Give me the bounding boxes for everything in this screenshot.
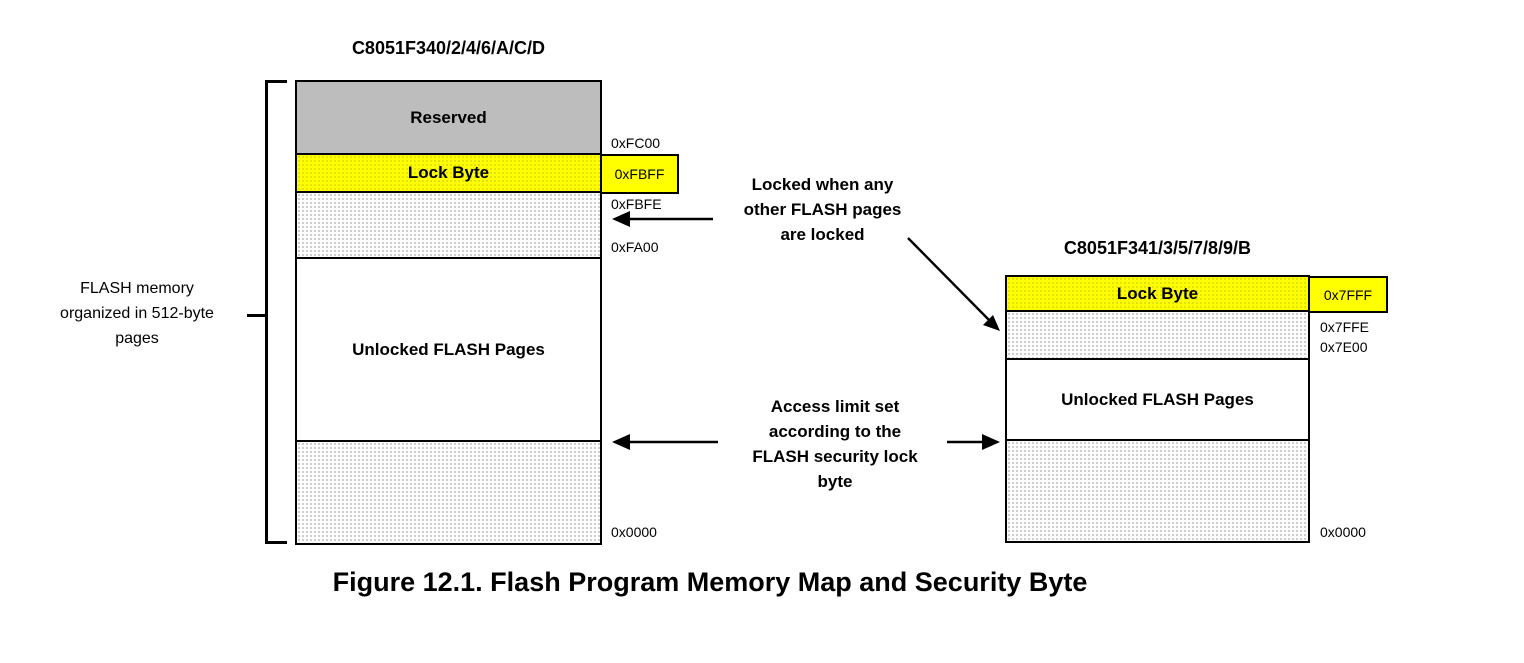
arrow-access-left-head [612, 434, 630, 450]
right-lock-byte-address: 0x7FFF [1323, 286, 1373, 303]
arrow-locked-note-diagonal-head [983, 315, 1000, 331]
bracket-connector-dash [247, 314, 265, 317]
unlocked-pages-label: Unlocked FLASH Pages [1061, 389, 1254, 409]
left-memory-map: Reserved Lock Byte Unlocked FLASH Pages [295, 80, 602, 545]
locked-note: Locked when any other FLASH pages are lo… [743, 175, 902, 244]
unlocked-pages-label: Unlocked FLASH Pages [352, 339, 545, 359]
arrow-access-right-head [982, 434, 1000, 450]
right-address-bottom: 0x0000 [1320, 524, 1366, 540]
reserved-label: Reserved [410, 107, 487, 127]
figure-caption: Figure 12.1. Flash Program Memory Map an… [332, 567, 1088, 597]
pages-bracket [265, 80, 287, 544]
left-region-unlocked: Unlocked FLASH Pages [297, 259, 600, 442]
right-lock-byte-address-box: 0x7FFF [1308, 276, 1388, 313]
left-address-bottom: 0x0000 [611, 524, 657, 540]
right-address-below-lock: 0x7FFE [1320, 319, 1370, 335]
pages-bracket-label: FLASH memory organized in 512-byte pages [60, 280, 214, 347]
right-memory-map: Lock Byte Unlocked FLASH Pages [1005, 275, 1310, 543]
left-region-locked-bottom [297, 442, 600, 543]
left-lock-byte-address-box: 0xFBFF [600, 154, 679, 194]
right-device-title: C8051F341/3/5/7/8/9/B [1063, 238, 1252, 258]
arrow-locked-note-left-head [612, 211, 630, 227]
right-address-locked-page-start: 0x7E00 [1320, 339, 1368, 355]
left-address-locked-page-start: 0xFA00 [611, 239, 659, 255]
access-limit-note: Access limit set according to the FLASH … [752, 397, 918, 491]
left-region-reserved: Reserved [297, 82, 600, 155]
right-region-unlocked: Unlocked FLASH Pages [1007, 360, 1308, 441]
right-region-locked-bottom [1007, 441, 1308, 541]
left-region-locked-page [297, 193, 600, 259]
lock-byte-label: Lock Byte [407, 163, 490, 182]
right-region-lock-byte: Lock Byte [1007, 277, 1308, 312]
left-region-lock-byte: Lock Byte [297, 155, 600, 193]
right-region-locked-page [1007, 312, 1308, 360]
arrow-locked-note-diagonal [907, 237, 990, 321]
left-address-below-lock: 0xFBFE [611, 196, 662, 212]
left-lock-byte-address: 0xFBFF [614, 166, 665, 182]
left-address-top-boundary: 0xFC00 [611, 135, 661, 151]
lock-byte-label: Lock Byte [1116, 283, 1199, 303]
left-device-title: C8051F340/2/4/6/A/C/D [351, 38, 546, 58]
